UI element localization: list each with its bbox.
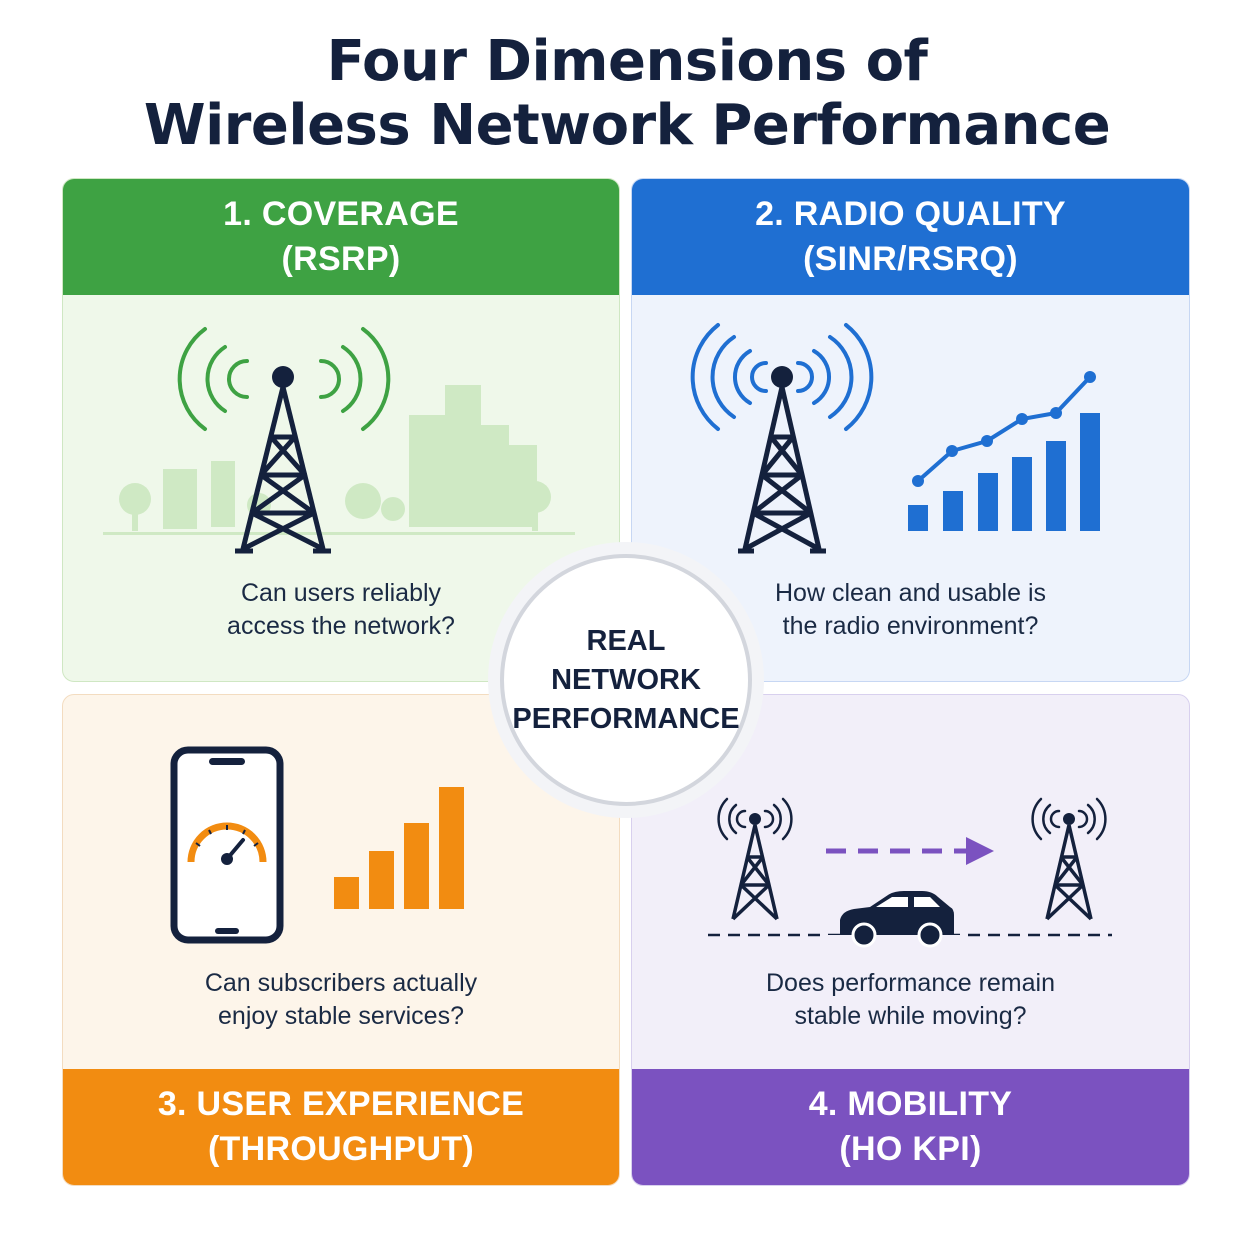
user-experience-banner: 3. USER EXPERIENCE (THROUGHPUT) xyxy=(63,1069,619,1185)
car-icon xyxy=(824,891,960,948)
user-experience-question-line-2: enjoy stable services? xyxy=(218,1002,464,1030)
coverage-illustration xyxy=(103,327,575,554)
coverage-question-line-2: access the network? xyxy=(227,612,455,640)
user-experience-question-line-1: Can subscribers actually xyxy=(204,969,478,997)
cell-tower-icon xyxy=(738,366,826,554)
title-line-2: Wireless Network Performance xyxy=(143,93,1111,158)
cell-tower-icon xyxy=(235,366,331,554)
center-hub-line-1: REAL xyxy=(586,624,666,657)
mobility-subheading: (HO KPI) xyxy=(839,1130,982,1168)
coverage-subheading: (RSRP) xyxy=(281,240,401,278)
user-experience-subheading: (THROUGHPUT) xyxy=(207,1130,475,1168)
radio-quality-heading: 2. RADIO QUALITY xyxy=(755,195,1066,233)
handover-arrow-icon xyxy=(826,837,994,865)
radio-quality-question: How clean and usable is the radio enviro… xyxy=(632,577,1189,643)
coverage-banner: 1. COVERAGE (RSRP) xyxy=(63,179,619,295)
user-experience-question: Can subscribers actually enjoy stable se… xyxy=(63,967,619,1033)
radio-quality-question-line-2: the radio environment? xyxy=(782,612,1039,640)
coverage-question: Can users reliably access the network? xyxy=(63,577,619,643)
mobility-heading: 4. MOBILITY xyxy=(808,1085,1013,1123)
signal-bars-icon xyxy=(334,787,464,909)
radio-quality-illustration xyxy=(690,323,1100,554)
coverage-panel: 1. COVERAGE (RSRP) xyxy=(62,178,620,682)
coverage-question-line-1: Can users reliably xyxy=(240,579,442,607)
radio-quality-subheading: (SINR/RSRQ) xyxy=(803,240,1018,278)
radio-waves-icon xyxy=(177,327,391,431)
left-cell-tower-icon xyxy=(717,797,793,921)
rising-bar-chart-icon xyxy=(908,371,1100,531)
title-line-1: Four Dimensions of xyxy=(326,29,928,94)
center-hub-line-3: PERFORMANCE xyxy=(512,702,740,735)
user-experience-heading: 3. USER EXPERIENCE xyxy=(157,1085,525,1123)
center-hub-line-2: NETWORK xyxy=(551,663,701,696)
coverage-heading: 1. COVERAGE xyxy=(223,195,459,233)
center-hub: REAL NETWORK PERFORMANCE xyxy=(500,554,752,806)
radio-quality-question-line-1: How clean and usable is xyxy=(775,579,1046,607)
page-title: Four Dimensions of Wireless Network Perf… xyxy=(0,30,1254,158)
user-experience-illustration xyxy=(170,746,464,944)
smartphone-speedometer-icon xyxy=(170,746,284,944)
city-skyline-icon xyxy=(103,385,575,535)
mobility-question-line-2: stable while moving? xyxy=(794,1002,1027,1030)
right-cell-tower-icon xyxy=(1031,797,1107,921)
mobility-illustration xyxy=(708,797,1112,948)
mobility-question: Does performance remain stable while mov… xyxy=(632,967,1189,1033)
radio-waves-icon xyxy=(690,323,874,431)
mobility-banner: 4. MOBILITY (HO KPI) xyxy=(632,1069,1189,1185)
mobility-question-line-1: Does performance remain xyxy=(765,969,1055,997)
mobility-panel: Does performance remain stable while mov… xyxy=(631,694,1190,1186)
radio-quality-banner: 2. RADIO QUALITY (SINR/RSRQ) xyxy=(632,179,1189,295)
